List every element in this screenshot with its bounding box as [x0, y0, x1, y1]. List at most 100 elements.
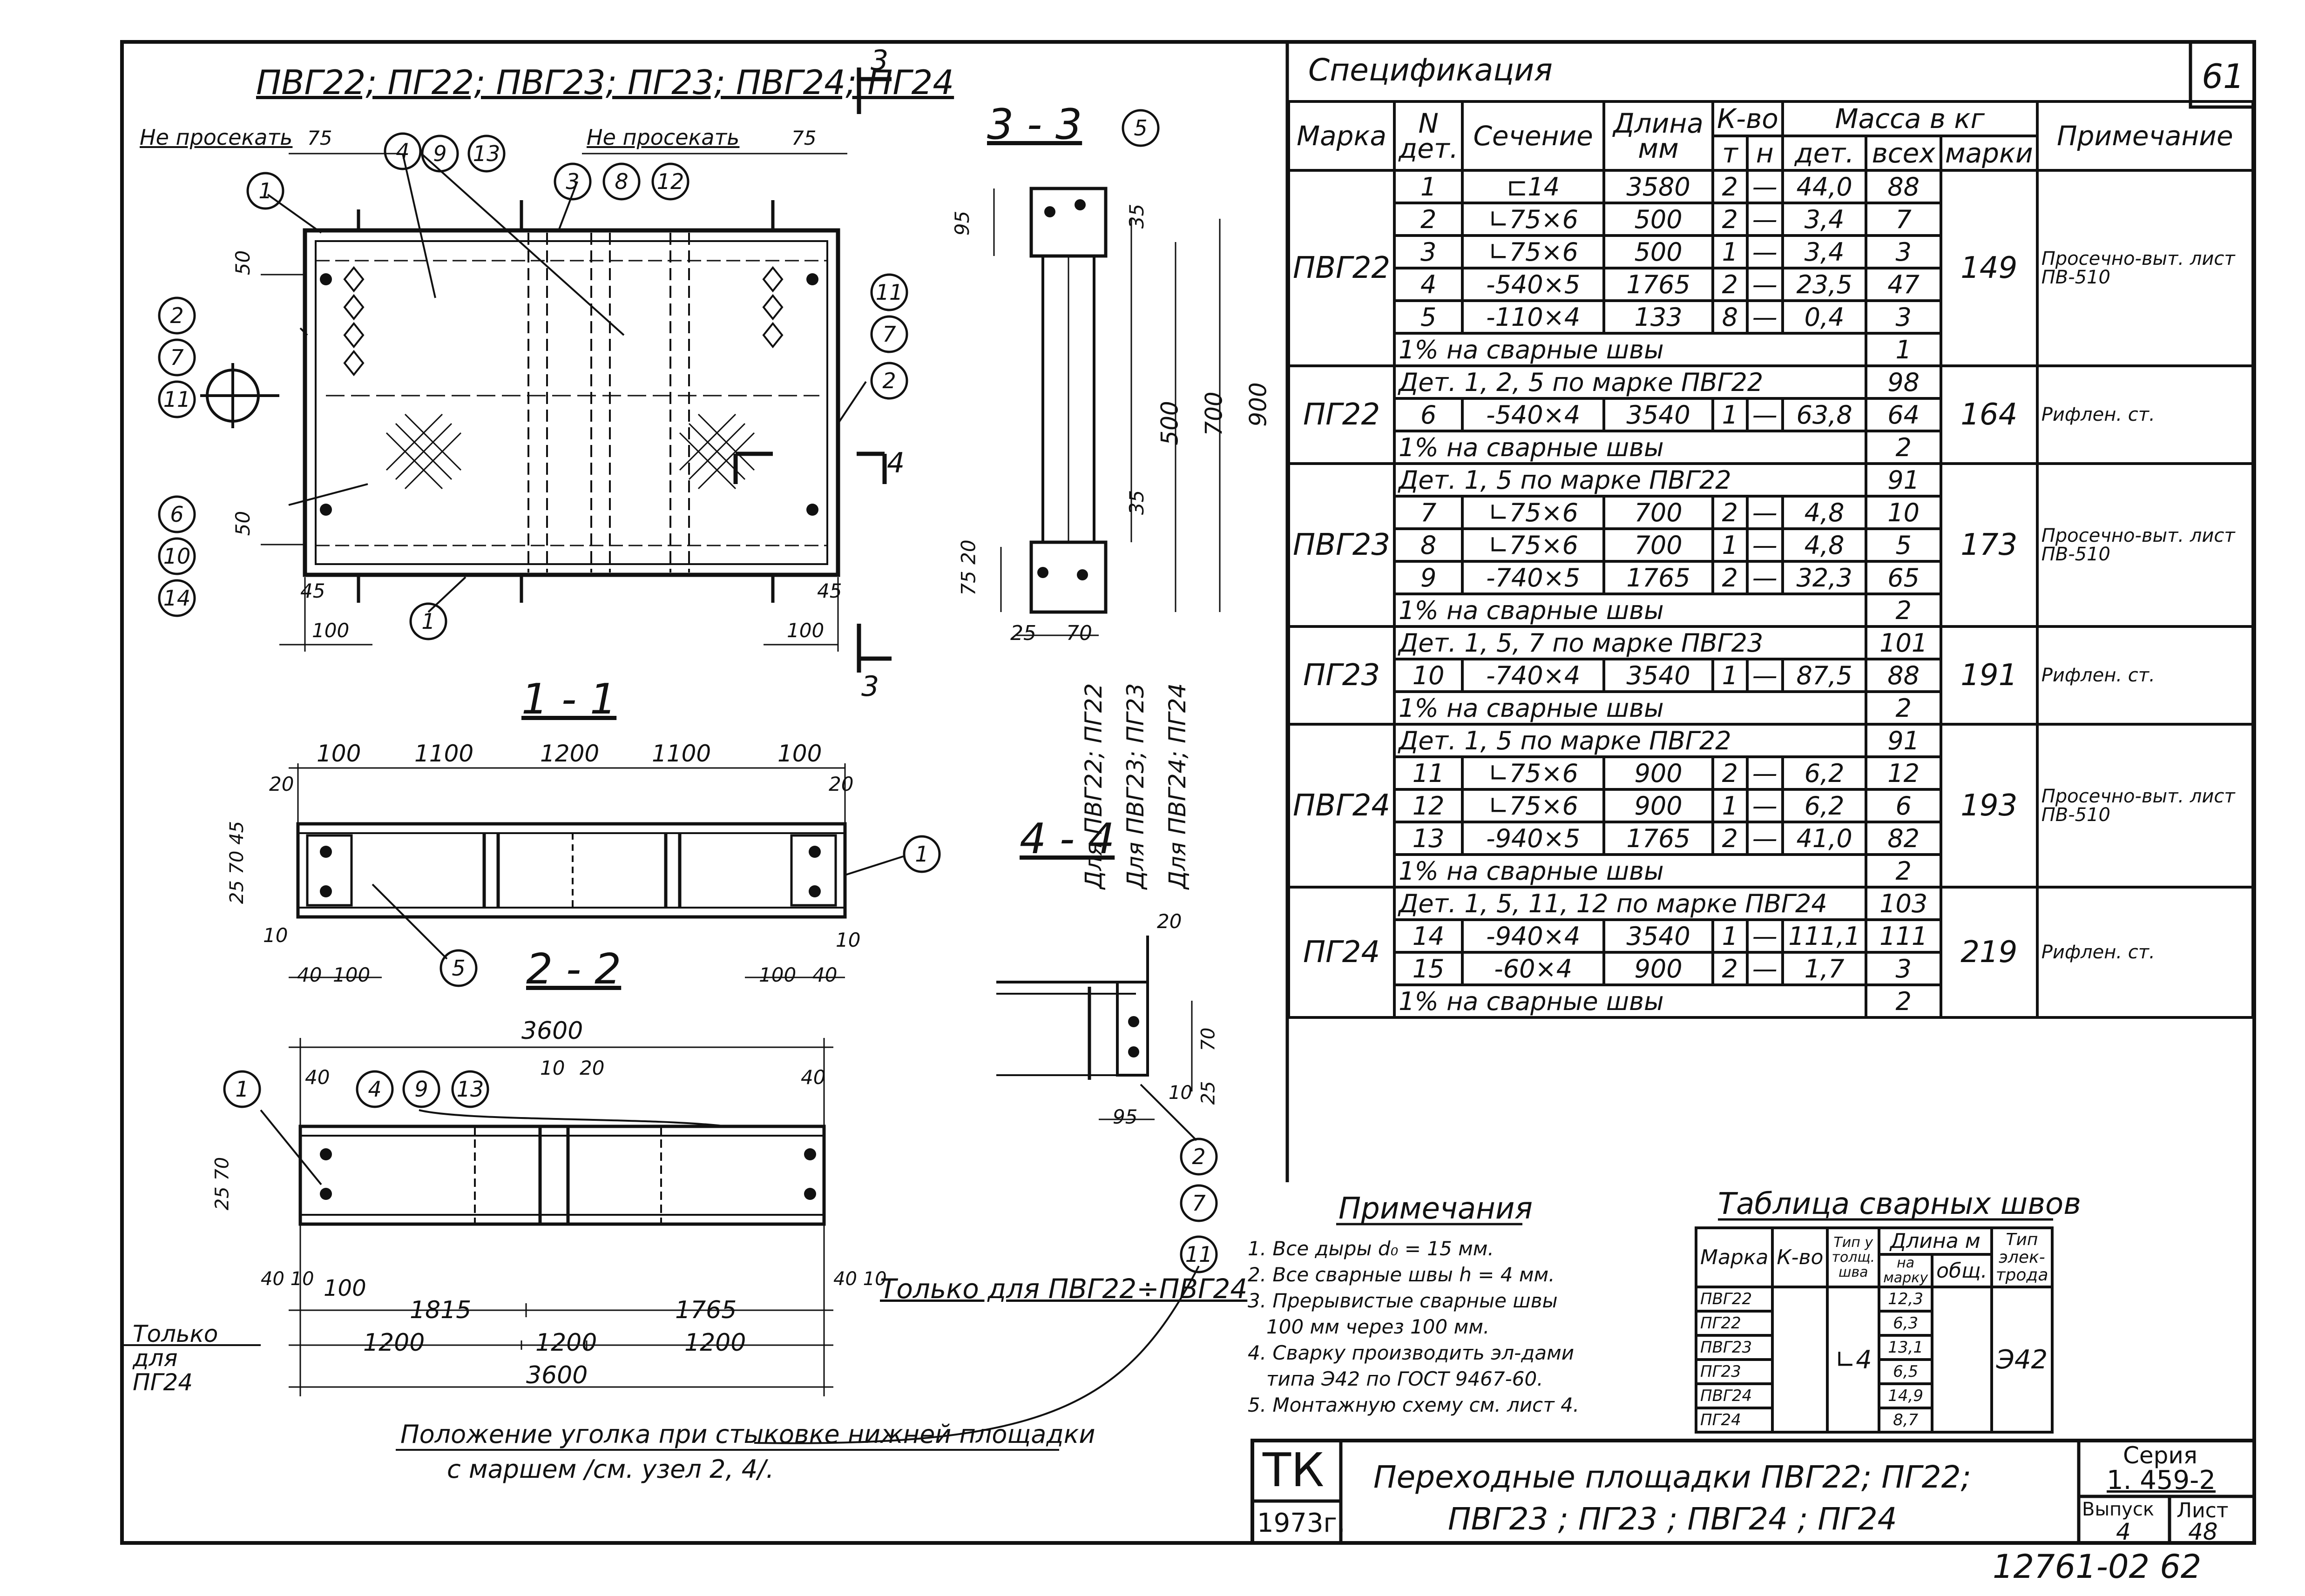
spec-cell: 1	[1711, 527, 1749, 563]
spec-ref-text: Дет. 1, 2, 5 по марке ПВГ22	[1393, 364, 1868, 400]
stamp-title-line1: Переходные площадки ПВГ22; ПГ22;	[1373, 1459, 1971, 1495]
callout-4-plan: 4	[396, 139, 409, 164]
spec-cell: 1	[1711, 918, 1749, 954]
dim-1-1-1100b: 1100	[652, 740, 711, 767]
spec-cell: 1765	[1602, 821, 1714, 856]
spec-cell: —	[1745, 299, 1784, 335]
dim-1-1-100d: 100	[759, 963, 797, 986]
callout-5-section-1-1: 5	[452, 956, 465, 981]
callout-5-section-3-3: 5	[1134, 115, 1147, 141]
spec-cell: —	[1745, 267, 1784, 302]
spec-cell: 111	[1865, 918, 1942, 954]
spec-cell: 133	[1602, 299, 1714, 335]
spec-note-cell: Просечно-выт. лист ПВ-510	[2035, 169, 2255, 367]
dim-1-1-10b: 10	[836, 929, 861, 951]
section-2-2-title: 2 - 2	[526, 945, 622, 994]
spec-cell: 4,8	[1781, 527, 1868, 563]
dim-45-left: 45	[300, 579, 325, 602]
dim-1-1-100b: 100	[777, 740, 822, 767]
spec-cell: 2	[1711, 267, 1749, 302]
spec-header-qty: К-во	[1711, 100, 1784, 137]
weld-length: 14,9	[1878, 1382, 1934, 1409]
spec-cell: —	[1745, 397, 1784, 432]
spec-cell: -110×4	[1461, 299, 1606, 335]
dim-2-2-4010-right: 40 10	[833, 1268, 887, 1290]
weld-header-length: Длина м	[1878, 1226, 1993, 1256]
specification-table: Марка N дет. Сечение Длина мм К-во Масса…	[1287, 100, 2255, 1019]
spec-header-length: Длина мм	[1602, 100, 1714, 172]
spec-note-cell: Рифлен. ст.	[2035, 625, 2255, 726]
dim-2-2-100: 100	[324, 1275, 366, 1301]
spec-cell: 3580	[1602, 169, 1714, 204]
callout-2-section-4-4: 2	[1192, 1144, 1205, 1169]
spec-cell: 3,4	[1781, 202, 1868, 237]
only-pvg-note: Только для ПВГ22÷ПВГ24	[880, 1273, 1248, 1305]
spec-cell: -940×4	[1461, 918, 1606, 954]
spec-cell: 10	[1393, 658, 1464, 693]
archive-number: 12761-02 62	[1993, 1548, 2202, 1586]
callout-9-section-2-2: 9	[414, 1077, 428, 1102]
note-item: 1. Все дыры d₀ = 15 мм.	[1248, 1237, 1494, 1260]
spec-cell: 0,4	[1781, 299, 1868, 335]
spec-cell: —	[1745, 202, 1784, 237]
spec-ref-value: 91	[1865, 723, 1942, 758]
spec-cell: 6,2	[1781, 788, 1868, 823]
spec-mark-mass-cell: 164	[1939, 364, 2039, 465]
spec-cell: -540×4	[1461, 397, 1606, 432]
spec-ref-text: Дет. 1, 5 по марке ПВГ22	[1393, 723, 1868, 758]
spec-cell: 6,2	[1781, 755, 1868, 791]
dim-2-2-1765: 1765	[675, 1296, 737, 1324]
weld-header-len-total: общ.	[1931, 1253, 1993, 1288]
stamp-sheet-label: Лист	[2177, 1499, 2229, 1522]
spec-cell: 1765	[1602, 560, 1714, 595]
dim-2-2-20: 20	[580, 1057, 605, 1079]
note-item: 4. Сварку производить эл-дами	[1248, 1341, 1575, 1364]
spec-cell: 65	[1865, 560, 1942, 595]
spec-header-mass-det: дет.	[1781, 135, 1868, 172]
spec-cell: 15	[1393, 951, 1464, 986]
callout-13-plan: 13	[473, 141, 500, 166]
note-item: 5. Монтажную схему см. лист 4.	[1248, 1394, 1580, 1416]
spec-cell: 3	[1865, 299, 1942, 335]
dim-1-1-20b: 20	[829, 773, 854, 795]
callout-11-right: 11	[876, 280, 903, 305]
position-note-line2: с маршем /см. узел 2, 4/.	[447, 1455, 774, 1484]
spec-cell: 7	[1393, 495, 1464, 530]
callout-11-section-4-4: 11	[1185, 1242, 1213, 1267]
dim-4-4-10: 10	[1169, 1082, 1192, 1104]
spec-cell: 5	[1865, 527, 1942, 563]
callout-1-plan-top: 1	[258, 178, 272, 203]
dim-75-left: 75	[307, 127, 332, 149]
callout-12-plan: 12	[657, 169, 684, 194]
callout-1-section-2-2: 1	[235, 1077, 249, 1102]
spec-cell: 12	[1865, 755, 1942, 791]
dim-45-right: 45	[817, 579, 842, 602]
spec-ref-text: Дет. 1, 5 по марке ПВГ22	[1393, 462, 1868, 498]
callout-13-section-2-2: 13	[457, 1077, 484, 1102]
weld-header-type: Тип у толщ. шва	[1826, 1226, 1881, 1288]
stamp-series-label: Серия	[2123, 1442, 2197, 1469]
spec-cell: ⊏14	[1461, 169, 1606, 204]
weld-type: ∟4	[1826, 1286, 1881, 1434]
spec-cell: 41,0	[1781, 821, 1868, 856]
spec-ref-value: 103	[1865, 886, 1942, 921]
dim-2-2-10: 10	[540, 1057, 565, 1079]
spec-mark-cell: ПГ23	[1287, 625, 1396, 726]
dim-1-1-10a: 10	[263, 924, 288, 947]
spec-cell: 23,5	[1781, 267, 1868, 302]
spec-cell: 900	[1602, 755, 1714, 791]
spec-cell: 3540	[1602, 918, 1714, 954]
spec-cell: 2	[1711, 560, 1749, 595]
